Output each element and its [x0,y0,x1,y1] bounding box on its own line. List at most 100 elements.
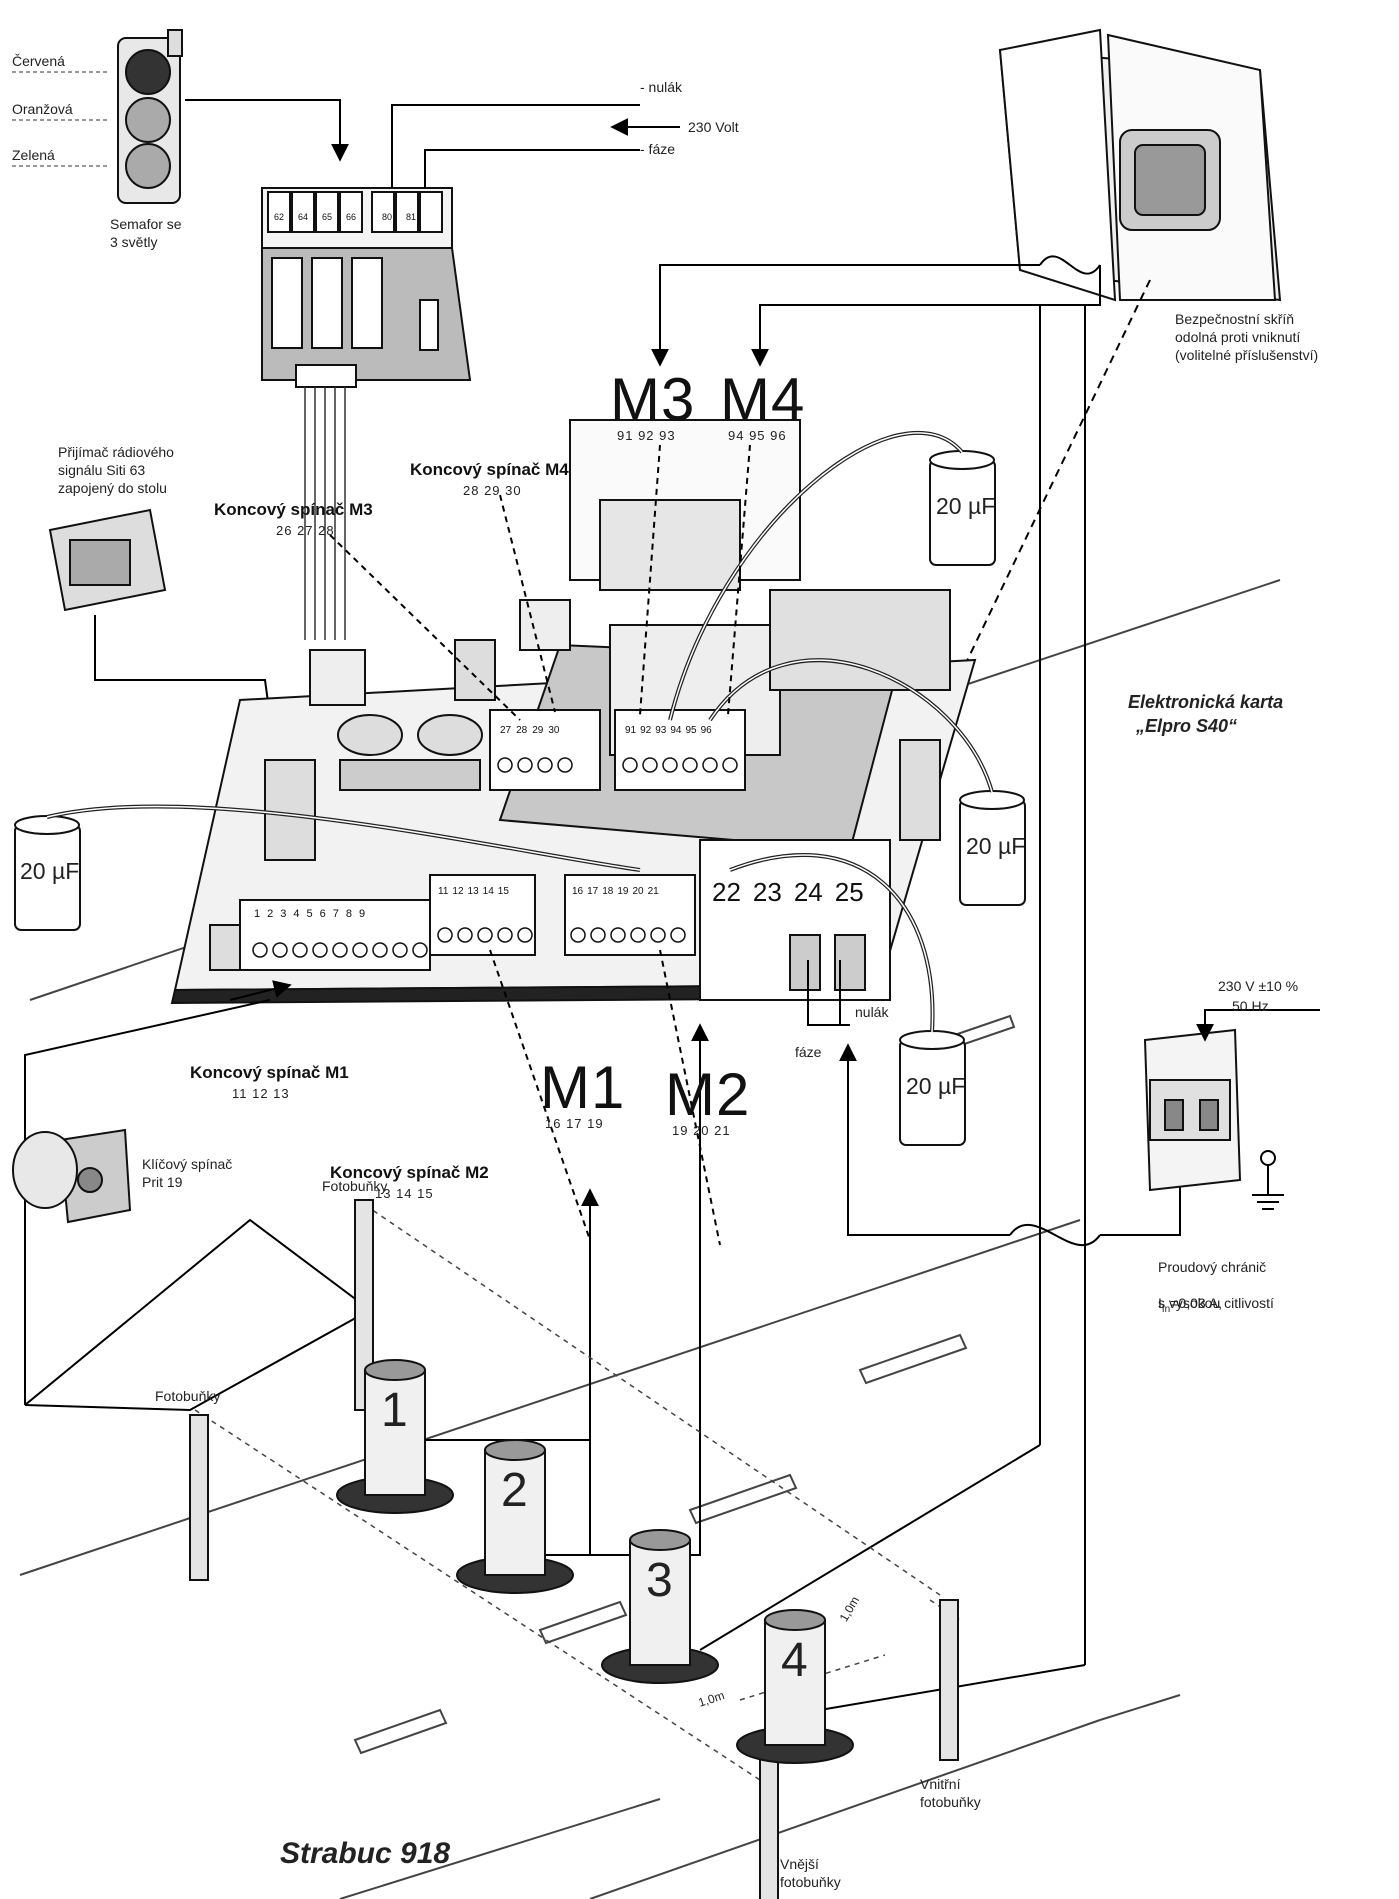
relay-terminal-64: 64 [297,212,308,222]
capacitor-drawings [14,450,1026,1146]
terminal-93: 93 [655,725,667,736]
relay-module-drawing [261,187,472,388]
terminal-5: 5 [306,908,313,920]
cabinet-drawing [998,28,1282,302]
motor-m4-label: M4 [720,366,806,433]
terminal-21: 21 [647,886,659,897]
key-switch-drawing [12,1128,132,1224]
terminal-92: 92 [640,725,652,736]
cabinet-caption: Bezpečnostní skříň odolná proti vniknutí… [1175,311,1319,363]
breaker-current-sub: fn [1161,1303,1171,1315]
terminal-7: 7 [332,908,339,920]
terminal-30: 30 [548,725,560,736]
terminal-9: 9 [359,908,366,920]
terminal-94: 94 [670,725,682,736]
label-orange: Oranžová [12,101,73,117]
terminal-11: 11 [438,886,449,897]
relay-terminal-66: 66 [345,212,356,222]
supply-phase-label: fáze [795,1044,822,1060]
terminal-13: 13 [467,886,479,897]
limit-switch-m1-label: Koncový spínač M1 [190,1063,349,1082]
diagram-title: Strabuc 918 [280,1837,451,1870]
power-terminal-23: 23 [752,877,782,907]
motor-m2-terminals: 19 20 21 [672,1123,731,1138]
limit-switch-m3-terminals: 26 27 28 [276,523,335,538]
terminal-16: 16 [572,886,584,897]
terminal-17: 17 [587,886,599,897]
breaker-current-value: =0,03 A, [1170,1295,1223,1311]
capacitor-label-right: 20 µF [966,833,1026,859]
traffic-light-drawing [12,29,183,204]
limit-switch-m2-label: Koncový spínač M2 [330,1163,489,1182]
relay-wires [304,387,346,640]
limit-switch-m4-label: Koncový spínač M4 [410,460,569,479]
road-dashes [353,1014,1016,1755]
bollard-drawings [336,1359,854,1764]
terminal-18: 18 [602,886,614,897]
terminal-20: 20 [632,886,644,897]
motor-m2-label: M2 [665,1061,751,1128]
terminal-1: 1 [254,908,261,920]
terminal-screws [252,757,738,958]
terminal-15: 15 [497,886,509,897]
photocell-lower-label: Fotobuňky [155,1388,221,1404]
breaker-drawing [1143,1028,1242,1192]
breaker-rating-line2: 50 Hz [1232,998,1269,1014]
terminal-19: 19 [617,886,629,897]
photocell-inner-label: Vnitřní fotobuňky [920,1776,981,1810]
power-terminal-22: 22 [712,877,741,907]
relay-terminal-80: 80 [381,212,392,222]
terminal-8: 8 [345,908,352,920]
traffic-light-caption: Semafor se 3 světly [110,216,182,250]
board-drawing [170,419,977,1005]
motor-m1-label: M1 [540,1054,626,1121]
breaker-caption-line2: Ifn=0,03 A, [1158,1276,1222,1319]
terminal-6: 6 [319,908,326,920]
photocell-upper-label: Fotobuňky [322,1178,388,1194]
receiver-drawing [48,508,167,612]
terminal-12: 12 [452,886,464,897]
breaker-rating-line1: 230 V ±10 % [1218,978,1299,994]
ground-symbol [1252,1150,1284,1210]
motor-m3-label: M3 [610,366,696,433]
motor-m1-terminals: 16 17 19 [545,1116,604,1131]
supply-neutral-label: nulák [855,1004,889,1020]
motor-m4-terminals: 94 95 96 [728,428,787,443]
terminal-14: 14 [482,886,494,897]
limit-switch-m3-label: Koncový spínač M3 [214,500,373,519]
motor-m3-terminals: 91 92 93 [617,428,676,443]
terminal-2: 2 [267,908,274,920]
breaker-caption-line1: Proudový chránič [1158,1259,1267,1275]
power-terminal-24: 24 [793,877,823,907]
terminal-3: 3 [280,908,287,920]
label-red: Červená [12,53,65,69]
terminal-27: 27 [500,725,512,736]
limit-switch-m4-terminals: 28 29 30 [463,483,522,498]
power-neutral: - nulák [640,79,683,95]
key-switch-caption: Klíčový spínač Prit 19 [142,1156,233,1190]
terminal-29: 29 [532,725,544,736]
capacitor-label-bottom: 20 µF [906,1073,966,1099]
capacitor-label-left: 20 µF [20,858,80,884]
bollard-1-number: 1 [381,1384,408,1437]
terminal-96: 96 [700,725,712,736]
relay-terminal-81: 81 [405,212,416,222]
bollard-4-number: 4 [781,1634,808,1687]
capacitor-label-top: 20 µF [936,493,996,519]
receiver-caption: Přijímač rádiového signálu Siti 63 zapoj… [58,444,174,496]
terminal-block-m4-labels: 27 28 29 30 [500,725,560,736]
terminal-28: 28 [516,725,528,736]
power-voltage: 230 Volt [688,119,739,135]
breaker-current-symbol: I [1158,1295,1162,1311]
photocell-outer-label: Vnější fotobuňky [780,1856,841,1890]
relay-terminal-62: 62 [273,212,284,222]
photocell-posts [189,1199,959,1899]
